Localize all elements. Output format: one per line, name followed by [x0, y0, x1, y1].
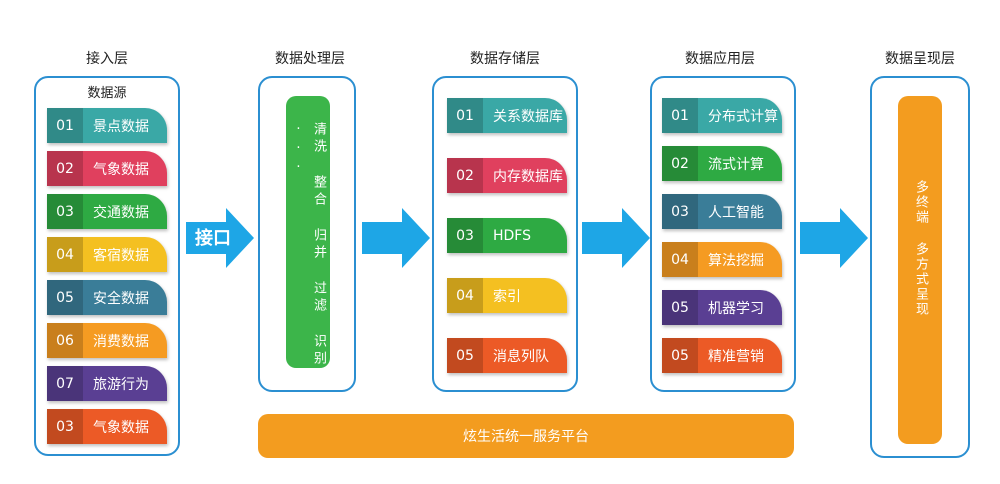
storage-item-number: 01 [447, 98, 483, 133]
data-source-item-label: 安全数据 [93, 290, 149, 307]
arrow-application-to-presentation [800, 208, 868, 268]
storage-item-label: HDFS [493, 227, 532, 244]
data-source-item: 03 气象数据 [47, 409, 167, 444]
presentation-text: 多终端 多方式呈现 [913, 180, 928, 317]
application-item: 02 流式计算 [662, 146, 782, 181]
interface-label: 接口 [195, 228, 231, 249]
application-item-number: 04 [662, 242, 698, 277]
application-item: 05 精准营销 [662, 338, 782, 373]
application-item: 05 机器学习 [662, 290, 782, 325]
storage-item-number: 03 [447, 218, 483, 253]
data-source-item-number: 04 [47, 237, 83, 272]
ingest-layer-title: 接入层 [86, 51, 128, 67]
application-item-number: 05 [662, 338, 698, 373]
application-item-label: 算法挖掘 [708, 252, 764, 269]
data-source-item-number: 06 [47, 323, 83, 358]
interface-arrow [186, 208, 254, 268]
application-item-number: 01 [662, 98, 698, 133]
storage-item: 04 索引 [447, 278, 567, 313]
application-item-label: 精准营销 [708, 348, 764, 365]
data-source-item-number: 01 [47, 108, 83, 143]
data-source-item-label: 交通数据 [93, 204, 149, 221]
data-source-item: 03 交通数据 [47, 194, 167, 229]
arrow-process-to-storage [362, 208, 430, 268]
application-item-label: 人工智能 [708, 204, 764, 221]
storage-item-label: 索引 [493, 288, 521, 305]
storage-item: 02 内存数据库 [447, 158, 567, 193]
data-source-item: 02 气象数据 [47, 151, 167, 186]
data-source-item: 01 景点数据 [47, 108, 167, 143]
application-item-label: 机器学习 [708, 300, 764, 317]
storage-item-number: 05 [447, 338, 483, 373]
unified-service-platform-bar: 炫生活统一服务平台 [258, 414, 794, 458]
application-item-number: 03 [662, 194, 698, 229]
process-layer-title: 数据处理层 [275, 51, 345, 67]
process-steps-text: 清洗 整合 归并 过滤 识别 ··· [291, 122, 326, 368]
storage-item-label: 内存数据库 [493, 168, 563, 185]
storage-item: 01 关系数据库 [447, 98, 567, 133]
presentation-layer-title: 数据呈现层 [885, 51, 955, 67]
data-source-item-label: 客宿数据 [93, 247, 149, 264]
data-source-title: 数据源 [87, 86, 127, 101]
application-item-number: 05 [662, 290, 698, 325]
data-source-item-number: 03 [47, 194, 83, 229]
arrow-storage-to-application [582, 208, 650, 268]
data-source-item-label: 气象数据 [93, 161, 149, 178]
data-source-item-label: 气象数据 [93, 419, 149, 436]
data-source-item-number: 02 [47, 151, 83, 186]
data-source-item: 06 消费数据 [47, 323, 167, 358]
application-layer-title: 数据应用层 [685, 51, 755, 67]
application-item-number: 02 [662, 146, 698, 181]
application-item: 01 分布式计算 [662, 98, 782, 133]
data-source-item: 04 客宿数据 [47, 237, 167, 272]
data-source-item: 07 旅游行为 [47, 366, 167, 401]
data-source-item-number: 05 [47, 280, 83, 315]
presentation-box: 多终端 多方式呈现 [898, 96, 942, 444]
data-source-item-number: 03 [47, 409, 83, 444]
data-source-item-label: 旅游行为 [93, 376, 149, 393]
storage-item-number: 02 [447, 158, 483, 193]
interface-arrow-shape [186, 208, 254, 268]
storage-layer-title: 数据存储层 [470, 51, 540, 67]
application-item-label: 流式计算 [708, 156, 764, 173]
data-source-item-label: 景点数据 [93, 118, 149, 135]
application-item: 03 人工智能 [662, 194, 782, 229]
data-source-item-number: 07 [47, 366, 83, 401]
data-source-item: 05 安全数据 [47, 280, 167, 315]
storage-item: 03 HDFS [447, 218, 567, 253]
application-item-label: 分布式计算 [708, 108, 778, 125]
data-source-item-label: 消费数据 [93, 333, 149, 350]
storage-item-label: 关系数据库 [493, 108, 563, 125]
process-steps-box: 清洗 整合 归并 过滤 识别 ··· [286, 96, 330, 368]
storage-item-label: 消息列队 [493, 348, 549, 365]
storage-item-number: 04 [447, 278, 483, 313]
storage-item: 05 消息列队 [447, 338, 567, 373]
application-item: 04 算法挖掘 [662, 242, 782, 277]
